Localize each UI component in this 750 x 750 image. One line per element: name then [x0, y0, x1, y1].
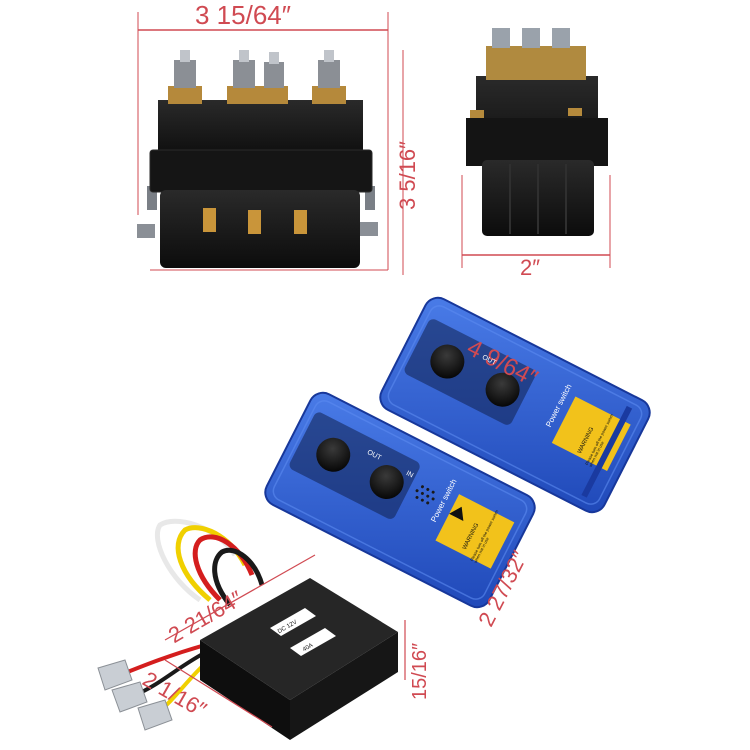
- wireless-receiver: [97, 518, 406, 740]
- receiver-side-right: [290, 632, 398, 740]
- spade-terminal: [97, 659, 133, 691]
- solenoid-side-flange: [466, 118, 608, 166]
- dim-solenoid-depth: 2″: [520, 255, 541, 280]
- dim-solenoid-height: 3 5/16″: [395, 141, 420, 210]
- remote-control-back: [379, 296, 651, 514]
- solenoid-front: [137, 12, 389, 271]
- receiver-label-plate: [270, 608, 316, 636]
- mount-bolt: [360, 222, 378, 236]
- spade-terminal: [111, 681, 148, 713]
- solenoid-flange: [149, 149, 373, 193]
- mount-bolt: [147, 186, 157, 210]
- receiver-side-left: [200, 640, 290, 740]
- wire-black: [212, 547, 265, 607]
- mount-bolt: [137, 224, 155, 238]
- receiver-top: [200, 578, 398, 700]
- remote-control-front: [264, 391, 536, 609]
- mount-bolt: [365, 186, 375, 210]
- dim-receiver-height: 15/16″: [409, 642, 431, 700]
- terminal-posts: [168, 50, 346, 104]
- dim-solenoid-width: 3 15/64″: [195, 0, 291, 30]
- side-terminals: [486, 46, 586, 80]
- spade-connector: [294, 210, 307, 234]
- spade-connector: [203, 208, 216, 232]
- spade-connector: [248, 210, 261, 234]
- spade-terminal: [137, 699, 173, 731]
- solenoid-side: [402, 28, 611, 275]
- receiver-label-plate: [290, 628, 336, 656]
